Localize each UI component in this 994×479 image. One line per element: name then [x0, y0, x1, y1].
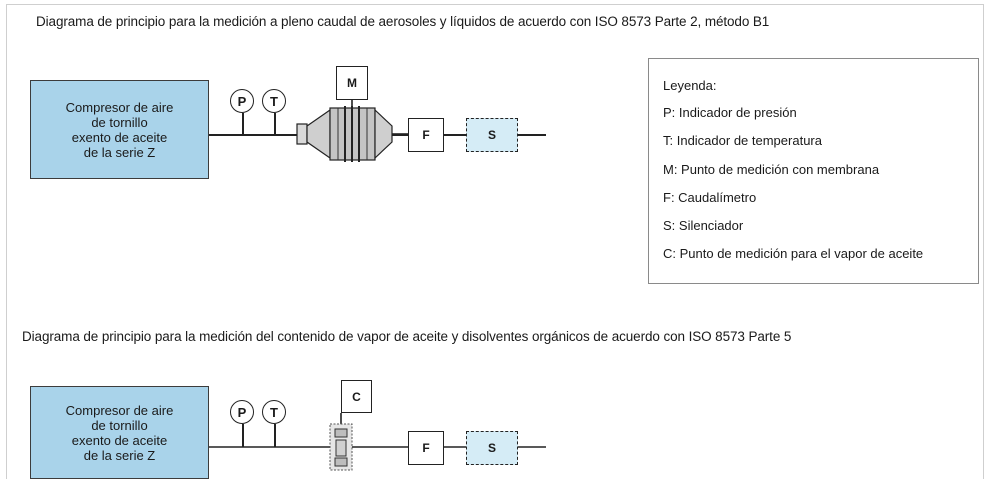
diagram2-title: Diagrama de principio para la medición d…	[22, 329, 792, 344]
legend-item-temperature: T: Indicador de temperatura	[663, 133, 822, 149]
diagram2-silencer-label: S	[487, 441, 496, 455]
diagram2-compressor: Compresor de aire de tornillo exento de …	[30, 386, 209, 479]
legend-item-membrane: M: Punto de medición con membrana	[663, 161, 880, 177]
diagram2-gauge-t-stem	[274, 424, 276, 447]
diagram1-gauge-p-stem	[242, 113, 244, 135]
legend-title: Leyenda:	[663, 78, 717, 93]
diagram1-flowmeter-label: F	[422, 128, 430, 142]
diagram1-title: Diagrama de principio para la medición a…	[36, 14, 770, 29]
diagram-frame	[6, 4, 984, 479]
diagram1-compressor: Compresor de aire de tornillo exento de …	[30, 80, 209, 179]
legend-panel: Leyenda: P: Indicador de presión T: Indi…	[648, 58, 979, 284]
legend-item-silencer: S: Silenciador	[663, 218, 744, 234]
diagram1-gauge-t-label: T	[270, 93, 278, 109]
diagram2-silencer-box: S	[466, 431, 518, 465]
diagram2-vapor-label: C	[352, 389, 361, 404]
diagram2-flowmeter-label: F	[422, 441, 430, 455]
diagram1-pipe-3	[444, 134, 466, 136]
diagram1-flowmeter-box: F	[408, 118, 444, 152]
legend-item-vapor-point: C: Punto de medición para el vapor de ac…	[663, 246, 924, 262]
diagram1-pressure-gauge: P	[230, 89, 254, 113]
diagram2-pressure-gauge: P	[230, 400, 254, 424]
diagram2-flowmeter-box: F	[408, 431, 444, 465]
diagram1-silencer-label: S	[487, 128, 496, 142]
diagram2-compressor-label: Compresor de aire de tornillo exento de …	[65, 402, 174, 463]
legend-item-pressure: P: Indicador de presión	[663, 105, 797, 120]
legend-item-flowmeter: F: Caudalímetro	[663, 189, 757, 205]
diagram1-gauge-p-label: P	[237, 93, 247, 109]
diagram2-vapor-point-box: C	[341, 380, 372, 413]
diagram2-gauge-t-label: T	[270, 404, 278, 420]
diagram2-gauge-p-label: P	[237, 404, 247, 420]
diagram1-pipe-4	[518, 134, 546, 136]
diagram1-pipe	[209, 134, 297, 136]
diagram1-temperature-gauge: T	[262, 89, 286, 113]
diagram1-membrane-point-box: M	[336, 66, 368, 100]
diagram1-gauge-t-stem	[274, 113, 276, 135]
diagram1-compressor-label: Compresor de aire de tornillo exento de …	[65, 99, 174, 160]
diagram1-membrane-label: M	[347, 76, 357, 90]
diagram2-gauge-p-stem	[242, 424, 244, 447]
diagram1-silencer-box: S	[466, 118, 518, 152]
diagram2-temperature-gauge: T	[262, 400, 286, 424]
